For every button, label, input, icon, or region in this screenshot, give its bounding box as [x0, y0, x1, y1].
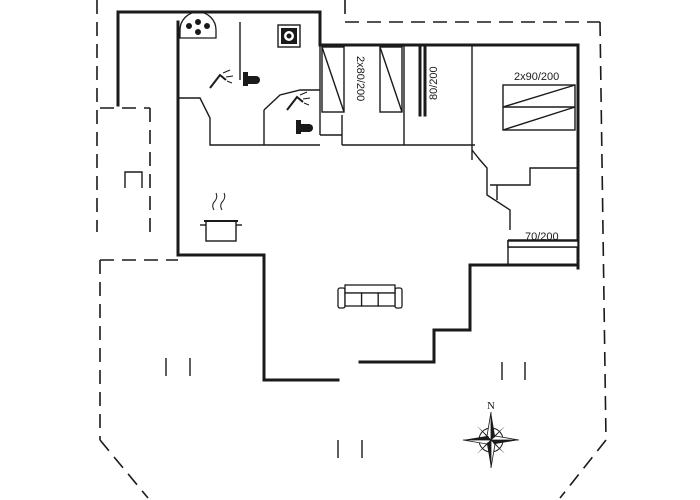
toilet-icon [296, 120, 313, 134]
toilet-icon [243, 72, 260, 86]
bedroom-label-80: 80/200 [428, 66, 440, 100]
compass-rose-icon [462, 411, 520, 469]
bed-70 [507, 240, 579, 248]
bedroom-label-2x80: 2x80/200 [354, 56, 366, 101]
hob-icon [179, 11, 217, 39]
terrace-outline [96, 0, 607, 499]
washing-machine-icon [277, 24, 301, 48]
bed-80 [418, 44, 427, 117]
shower-icon [286, 91, 311, 111]
walls [116, 10, 580, 382]
compass-north-label: N [487, 400, 495, 412]
bedroom-label-2x90: 2x90/200 [514, 71, 559, 83]
cooking-pot-icon [200, 192, 242, 242]
bed-2x90 [502, 84, 576, 131]
bedroom-label-70: 70/200 [525, 231, 559, 243]
terrace-markers [124, 171, 526, 458]
shower-icon [209, 69, 234, 89]
bed-2x80 [321, 46, 403, 113]
sofa-icon [337, 284, 403, 309]
